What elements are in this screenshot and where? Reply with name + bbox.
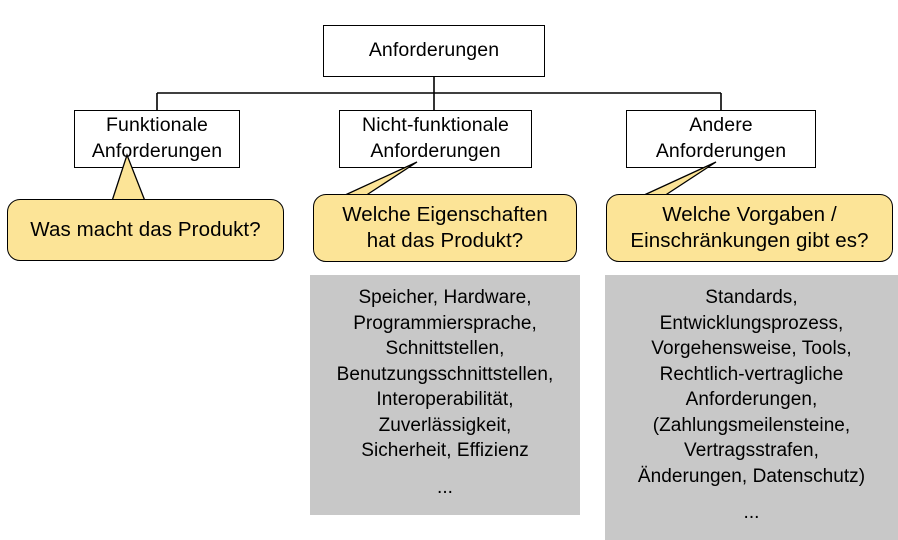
node-label-line-1: Andere	[689, 114, 753, 137]
node-label-line-1: Funktionale	[106, 114, 208, 137]
callout-bubble: Was macht das Produkt?	[7, 199, 284, 261]
node-label-line-2: Anforderungen	[91, 140, 223, 162]
callout-line-1: Welche Eigenschaften	[342, 202, 548, 226]
callout-andere: Welche Vorgaben / Einschränkungen gibt e…	[606, 161, 893, 262]
detail-line: Änderungen, Datenschutz)	[637, 465, 866, 487]
node-label-line-2: Anforderungen	[370, 140, 501, 162]
detail-line: Vertragsstrafen,	[684, 440, 819, 462]
callout-line-2: Einschränkungen gibt es?	[630, 229, 869, 252]
detail-line: Rechtlich-vertragliche	[659, 363, 844, 385]
node-nicht-funktionale-anforderungen: Nicht-funktionale Anforderungen	[339, 110, 532, 168]
detail-line: Entwicklungsprozess,	[659, 312, 844, 334]
node-label: Anforderungen	[368, 39, 500, 62]
callout-line-1: Was macht das Produkt?	[30, 217, 261, 241]
callout-line-1: Welche Vorgaben /	[662, 202, 837, 226]
detail-line: (Zahlungsmeilensteine,	[652, 414, 851, 436]
node-funktionale-anforderungen: Funktionale Anforderungen	[74, 110, 240, 168]
node-andere-anforderungen: Andere Anforderungen	[626, 110, 816, 168]
node-anforderungen: Anforderungen	[323, 25, 545, 77]
detail-line: Sicherheit, Effizienz	[361, 440, 529, 462]
detail-line-ellipsis: ...	[437, 476, 453, 498]
detail-line-ellipsis: ...	[743, 502, 760, 524]
detail-line: Zuverlässigkeit,	[378, 414, 512, 436]
detail-line: Benutzungsschnittstellen,	[336, 363, 554, 385]
callout-bubble: Welche Vorgaben / Einschränkungen gibt e…	[606, 194, 893, 262]
details-panel-nicht-funktionale: Speicher, Hardware, Programmiersprache, …	[310, 275, 580, 515]
node-label-line-2: Anforderungen	[655, 140, 787, 162]
detail-line: Vorgehensweise, Tools,	[651, 338, 852, 360]
detail-line: Standards,	[705, 287, 798, 308]
callout-bubble: Welche Eigenschaften hat das Produkt?	[313, 194, 577, 262]
callout-funktionale: Was macht das Produkt?	[7, 153, 284, 261]
detail-line: Anforderungen,	[685, 389, 818, 411]
details-panel-andere: Standards, Entwicklungsprozess, Vorgehen…	[605, 275, 898, 540]
detail-line: Schnittstellen,	[385, 338, 505, 360]
callout-nicht-funktionale: Welche Eigenschaften hat das Produkt?	[313, 161, 577, 262]
node-label-line-1: Nicht-funktionale	[362, 114, 509, 137]
detail-line: Programmiersprache,	[353, 312, 537, 334]
detail-line: Interoperabilität,	[376, 389, 514, 411]
detail-line: Speicher, Hardware,	[358, 287, 532, 308]
callout-line-2: hat das Produkt?	[366, 229, 524, 252]
